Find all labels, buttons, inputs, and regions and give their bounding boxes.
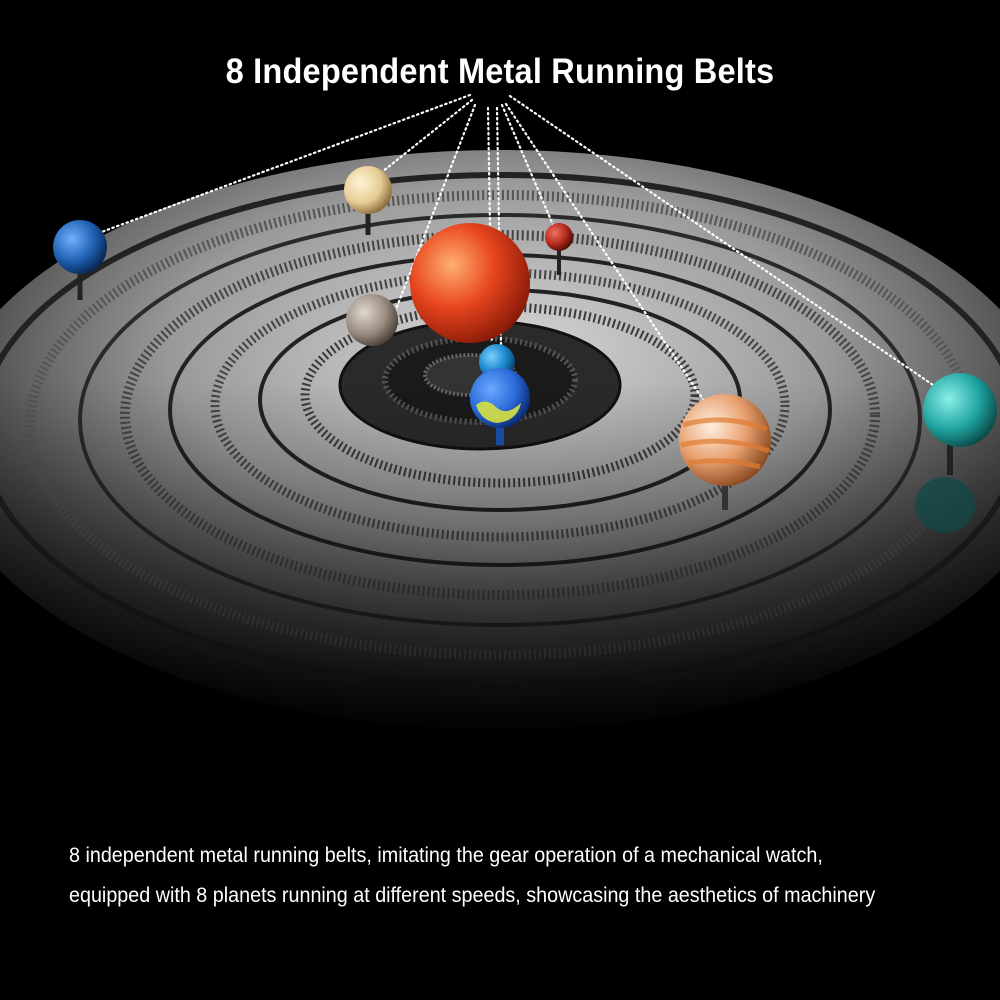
headline-title: 8 Independent Metal Running Belts [225, 52, 775, 91]
planet-neptune [53, 220, 107, 274]
planet-venus [344, 166, 392, 214]
caption-line-1: 8 independent metal running belts, imita… [69, 844, 823, 867]
orrery-illustration [0, 93, 1000, 830]
planets [53, 166, 997, 533]
sun [410, 223, 530, 343]
caption-line-2: equipped with 8 planets running at diffe… [69, 884, 876, 907]
planet-mercury [346, 294, 398, 346]
planet-mars [545, 223, 573, 251]
planet-uranus [923, 373, 997, 447]
